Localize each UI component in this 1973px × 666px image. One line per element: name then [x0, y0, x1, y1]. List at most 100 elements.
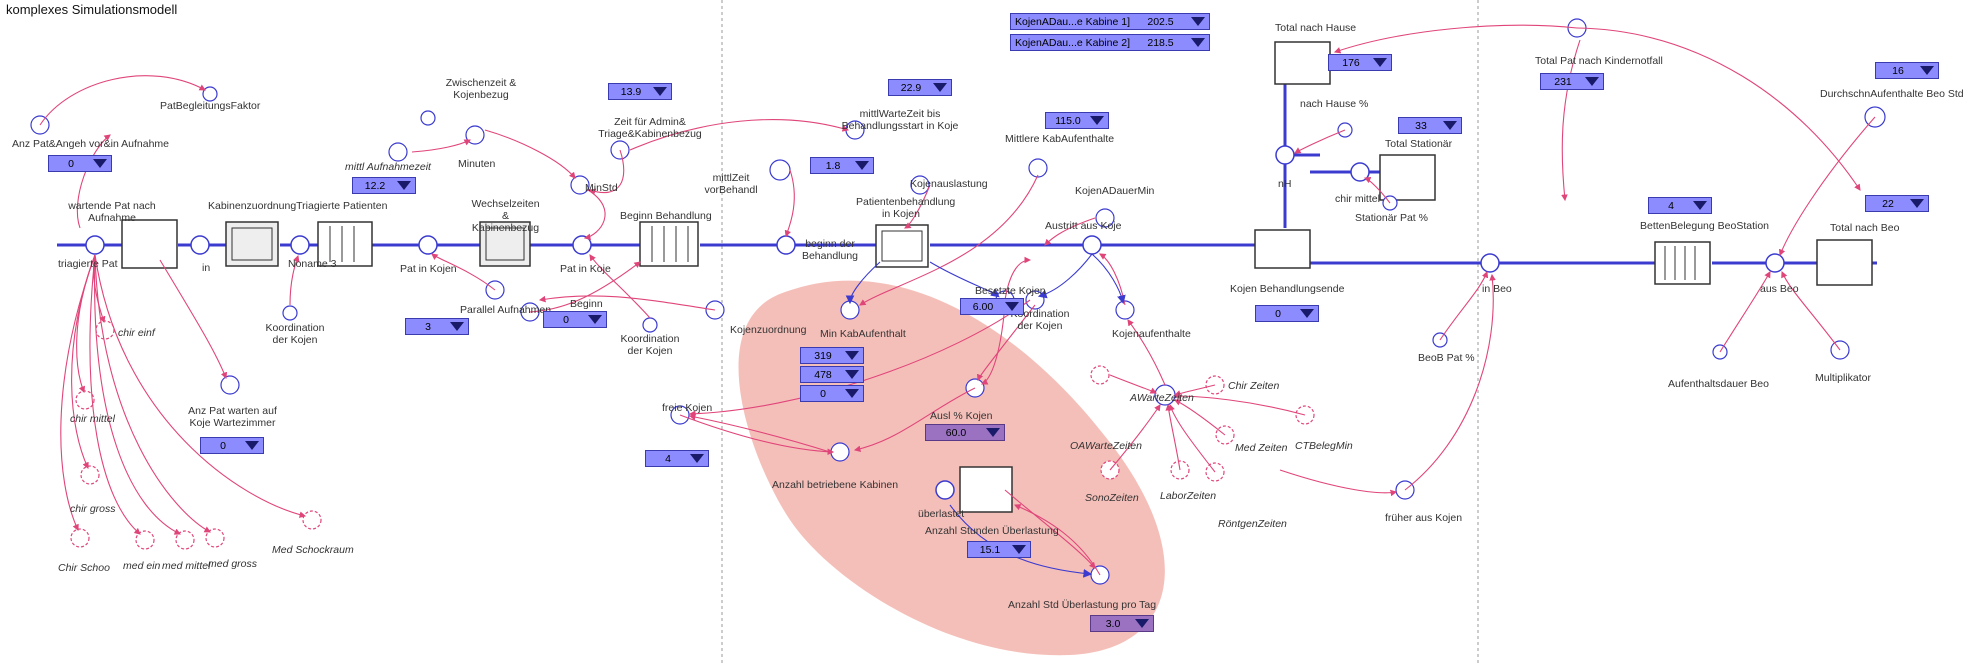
- stock-anzahl-stunden-ueberlastung: [959, 466, 1013, 513]
- numeric-zeit-admin[interactable]: 13.9: [608, 83, 672, 100]
- numeric-kojen-a-dauer-2[interactable]: KojenADau...e Kabine 2]218.5: [1010, 34, 1210, 51]
- queue-betten-belegung: [1654, 241, 1711, 285]
- dropdown-icon[interactable]: [1135, 619, 1149, 628]
- dropdown-icon[interactable]: [1090, 116, 1104, 125]
- dropdown-icon[interactable]: [845, 351, 859, 360]
- dropdown-icon[interactable]: [1920, 66, 1934, 75]
- numeric-beginn[interactable]: 0: [543, 311, 607, 328]
- dropdown-icon[interactable]: [1910, 199, 1924, 208]
- dropdown-icon[interactable]: [1191, 38, 1205, 47]
- dropdown-icon[interactable]: [397, 181, 411, 190]
- label-pat-in-koje: Pat in Koje: [560, 263, 611, 275]
- label-ueberlastet: überlastet: [918, 508, 965, 520]
- dropdown-icon[interactable]: [1693, 201, 1707, 210]
- label-anz-pat-angeh: Anz Pat&Angeh vor&in Aufnahme: [12, 138, 170, 150]
- numeric-anzahl-std-tag[interactable]: 3.0: [1090, 615, 1154, 632]
- value-anzahl-stunden-ueberlastung: 15.1: [979, 543, 1001, 556]
- dropdown-icon[interactable]: [1443, 121, 1457, 130]
- numeric-freie-kojen[interactable]: 4: [645, 450, 709, 467]
- flow-in: [190, 235, 210, 255]
- label-kojen-a-dauer-2: KojenADau...e Kabine 2]: [1015, 36, 1130, 49]
- label-multiplikator: Multiplikator: [1815, 372, 1872, 384]
- conv-koordination-1: [282, 305, 298, 321]
- dropdown-icon[interactable]: [855, 161, 869, 170]
- numeric-ausl-kojen[interactable]: 60.0: [925, 424, 1005, 441]
- dropdown-icon[interactable]: [690, 454, 704, 463]
- numeric-anz-pat-warten[interactable]: 0: [200, 437, 264, 454]
- label-nh: nH: [1278, 178, 1292, 190]
- label-mittlere-kabaufenthalte: Mittlere KabAufenthalte: [1005, 133, 1115, 145]
- numeric-durchschn-aufenthalte[interactable]: 16: [1875, 62, 1939, 79]
- value-mittl-aufnahmezeit: 12.2: [364, 179, 386, 192]
- label-a-warte-zeiten: AWarteZeiten: [1130, 392, 1194, 404]
- dropdown-icon[interactable]: [1585, 77, 1599, 86]
- label-stationaer-pat-pct: Stationär Pat %: [1355, 212, 1428, 224]
- ghost-chir-schoo: [70, 528, 90, 548]
- label-kojenauslastung: Kojenauslastung: [910, 178, 988, 190]
- numeric-parallel-aufnahmen[interactable]: 3: [405, 318, 469, 335]
- value-mittlere-kabaufenthalte: 115.0: [1055, 114, 1081, 127]
- label-med-ein: med ein: [123, 560, 161, 572]
- label-total-nach-beo: Total nach Beo: [1830, 222, 1900, 234]
- label-wartende-pat: wartende Pat nach Aufnahme: [68, 200, 156, 224]
- numeric-kojen-behandlungsende[interactable]: 0: [1255, 305, 1319, 322]
- value-beginn: 0: [563, 313, 569, 326]
- dropdown-icon[interactable]: [845, 389, 859, 398]
- label-koordination-1: Koordination der Kojen: [265, 322, 325, 346]
- numeric-betten-belegung[interactable]: 4: [1648, 197, 1712, 214]
- numeric-total-pat-kindernotfall[interactable]: 231: [1540, 73, 1604, 90]
- dropdown-icon[interactable]: [588, 315, 602, 324]
- dropdown-icon[interactable]: [1300, 309, 1314, 318]
- dropdown-icon[interactable]: [1373, 58, 1387, 67]
- label-anzahl-std-tag: Anzahl Std Überlastung pro Tag: [1008, 599, 1157, 611]
- numeric-min-kab-2[interactable]: 478: [800, 366, 864, 383]
- numeric-total-nach-hause[interactable]: 176: [1328, 54, 1392, 71]
- label-noname3: Noname 3: [288, 258, 337, 270]
- dropdown-icon[interactable]: [450, 322, 464, 331]
- value-durchschn-aufenthalte: 16: [1892, 64, 1904, 77]
- label-chir-einf: chir einf: [118, 327, 155, 339]
- numeric-kojen-a-dauer-1[interactable]: KojenADau...e Kabine 1]202.5: [1010, 13, 1210, 30]
- stock-kojen-behandlungsende: [1254, 229, 1311, 269]
- numeric-anzahl-stunden-ueberlastung[interactable]: 15.1: [967, 541, 1031, 558]
- label-chir-schoo: Chir Schoo: [58, 562, 110, 574]
- label-kabinenzuordnung: KabinenzuordnungTriagierte Patienten: [208, 200, 388, 212]
- dropdown-icon[interactable]: [845, 370, 859, 379]
- value-total-stationaer: 33: [1415, 119, 1427, 132]
- stock-total-nach-hause: [1274, 41, 1331, 85]
- label-total-nach-hause: Total nach Hause: [1275, 22, 1357, 34]
- numeric-min-kab-3[interactable]: 0: [800, 385, 864, 402]
- dropdown-icon[interactable]: [1012, 545, 1026, 554]
- numeric-anz-pat-angeh[interactable]: 0: [48, 155, 112, 172]
- numeric-besetzte-kojen[interactable]: 6.00: [960, 298, 1024, 315]
- numeric-min-kab-1[interactable]: 319: [800, 347, 864, 364]
- conv-mittlere-kabaufenthalte: [1028, 158, 1048, 178]
- label-o-warte-zeiten: OAWarteZeiten: [1070, 440, 1142, 452]
- dropdown-icon[interactable]: [93, 159, 107, 168]
- ghost-med-gross: [205, 528, 225, 548]
- dropdown-icon[interactable]: [986, 428, 1000, 437]
- dropdown-icon[interactable]: [653, 87, 667, 96]
- flow-ueberlastet: [935, 480, 955, 500]
- numeric-mittlere-kabaufenthalte[interactable]: 115.0: [1045, 112, 1109, 129]
- dropdown-icon[interactable]: [245, 441, 259, 450]
- label-beginn-der-behandlung: beginn der Behandlung: [801, 238, 859, 262]
- dropdown-icon[interactable]: [1191, 17, 1205, 26]
- dropdown-icon[interactable]: [1005, 302, 1019, 311]
- value-freie-kojen: 4: [665, 452, 671, 465]
- flow-beginn-der-behandlung: [776, 235, 796, 255]
- numeric-mittl-aufnahmezeit[interactable]: 12.2: [352, 177, 416, 194]
- label-besetzte-kojen: Besetzte Kojen: [975, 285, 1046, 297]
- numeric-mittl-wartezeit[interactable]: 22.9: [888, 79, 952, 96]
- ghost-med-ein: [135, 530, 155, 550]
- value-anz-pat-warten: 0: [220, 439, 226, 452]
- label-anzahl-stunden-ueberlastung: Anzahl Stunden Überlastung: [925, 525, 1059, 537]
- value-zeit-admin: 13.9: [620, 85, 642, 98]
- label-chir-mittel2: chir mittel: [1335, 193, 1380, 205]
- numeric-total-stationaer[interactable]: 33: [1398, 117, 1462, 134]
- dropdown-icon[interactable]: [933, 83, 947, 92]
- ghost-chir-gross: [80, 465, 100, 485]
- numeric-mittl-zeit-vor-behandl[interactable]: 1.8: [810, 157, 874, 174]
- label-med-gross: med gross: [208, 558, 258, 570]
- numeric-total-nach-beo[interactable]: 22: [1865, 195, 1929, 212]
